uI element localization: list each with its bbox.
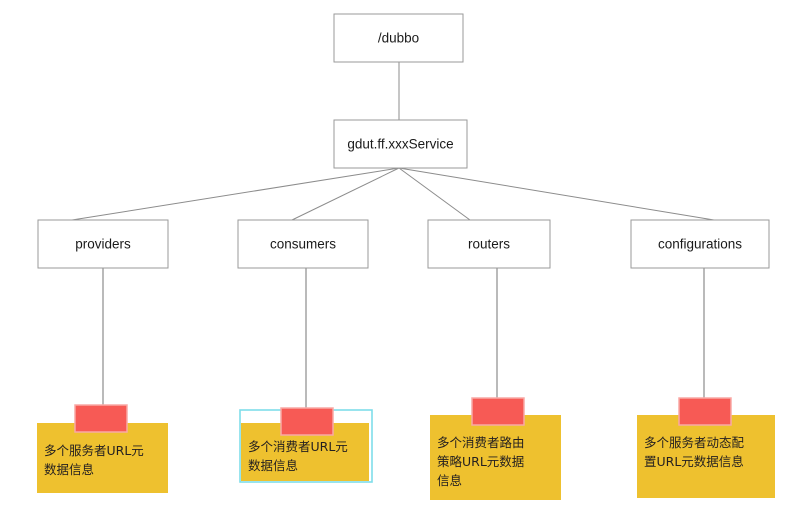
node-service[interactable]: gdut.ff.xxxService [333, 119, 468, 169]
leaf-tag-consumers-meta[interactable] [280, 407, 334, 436]
leaf-providers-meta[interactable]: 多个服务者URL元数据信息 [37, 404, 168, 493]
tree-nodes-layer: /dubbo gdut.ff.xxxService providers consume… [37, 13, 770, 269]
node-service-rect[interactable] [333, 119, 468, 169]
leaf-tag-configurations-meta[interactable] [678, 397, 732, 426]
leaf-label-configurations-meta: 多个服务者动态配置URL元数据信息 [644, 435, 745, 469]
leaf-tag-routers-meta[interactable] [471, 397, 525, 426]
leaf-label-line: 置URL元数据信息 [644, 454, 744, 469]
leaf-label-providers-meta: 多个服务者URL元数据信息 [44, 443, 144, 477]
leaf-label-line: 多个消费者URL元 [248, 439, 348, 454]
leaf-consumers-meta[interactable]: 多个消费者URL元数据信息 [239, 407, 373, 483]
leaf-label-line: 数据信息 [248, 458, 298, 473]
node-routers-label: routers [468, 237, 510, 252]
node-configurations-rect[interactable] [630, 219, 770, 269]
leaf-card-configurations-meta[interactable] [637, 415, 775, 498]
node-root[interactable]: /dubbo [333, 13, 464, 63]
edge-service-to-providers [71, 167, 400, 221]
leaf-routers-meta[interactable]: 多个消费者路由策略URL元数据信息 [430, 397, 561, 500]
leaf-label-line: 多个服务者动态配 [644, 435, 745, 450]
node-providers-label: providers [75, 237, 131, 252]
leaf-card-providers-meta[interactable] [37, 423, 168, 493]
leaf-tag-providers-meta[interactable] [74, 404, 128, 433]
edge-service-to-configurations [398, 167, 715, 221]
leaf-label-line: 多个消费者路由 [437, 435, 525, 450]
node-routers-rect[interactable] [427, 219, 551, 269]
node-configurations[interactable]: configurations [630, 219, 770, 269]
leaf-label-consumers-meta: 多个消费者URL元数据信息 [248, 439, 348, 473]
node-configurations-label: configurations [658, 237, 742, 252]
edge-service-to-consumers [291, 167, 400, 221]
node-consumers-rect[interactable] [237, 219, 369, 269]
leaf-label-line: 信息 [437, 473, 462, 488]
edge-service-to-routers [398, 167, 471, 221]
node-consumers-label: consumers [270, 237, 336, 252]
node-root-label: /dubbo [378, 31, 419, 46]
leaf-card-routers-meta[interactable] [430, 415, 561, 500]
leaf-configurations-meta[interactable]: 多个服务者动态配置URL元数据信息 [637, 397, 775, 498]
leaf-label-line: 多个服务者URL元 [44, 443, 144, 458]
leaf-label-routers-meta: 多个消费者路由策略URL元数据信息 [437, 435, 525, 488]
edges-layer [71, 62, 715, 408]
node-routers[interactable]: routers [427, 219, 551, 269]
leaf-label-line: 数据信息 [44, 462, 94, 477]
leaf-label-line: 策略URL元数据 [437, 454, 524, 469]
leaf-nodes-layer: 多个服务者URL元数据信息多个消费者URL元数据信息多个消费者路由策略URL元数… [37, 397, 775, 500]
node-providers-rect[interactable] [37, 219, 169, 269]
node-providers[interactable]: providers [37, 219, 169, 269]
node-service-label: gdut.ff.xxxService [347, 137, 453, 152]
node-consumers[interactable]: consumers [237, 219, 369, 269]
node-root-rect[interactable] [333, 13, 464, 63]
